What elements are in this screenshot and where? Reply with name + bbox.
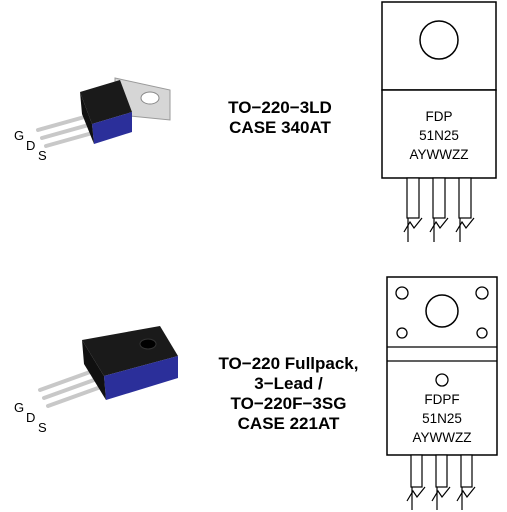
to220-component-image [36, 77, 171, 148]
case-label-line: CASE 340AT [229, 118, 331, 137]
marking-line: FDPF [424, 392, 460, 407]
marking-line: AYWWZZ [412, 430, 472, 445]
marking-to220f: FDPF 51N25 AYWWZZ [387, 390, 497, 447]
to220f-outline-drawing [386, 276, 498, 510]
pin-label-s: S [38, 148, 47, 163]
case-label-to220: TO−220−3LD CASE 340AT [205, 98, 355, 138]
case-label-line: TO−220F−3SG [230, 394, 347, 413]
case-label-line: CASE 221AT [237, 414, 340, 433]
case-label-line: TO−220 Fullpack, [218, 354, 359, 373]
marking-line: 51N25 [422, 411, 462, 426]
pin-label-g: G [14, 128, 25, 143]
case-label-line: 3−Lead / [254, 374, 323, 393]
case-label-to220f: TO−220 Fullpack, 3−Lead / TO−220F−3SG CA… [196, 354, 381, 434]
pin-label-g: G [14, 400, 25, 415]
to220-outline-drawing [381, 1, 497, 242]
pin-label-d: D [26, 138, 36, 153]
pin-label-d: D [26, 410, 36, 425]
pin-label-s: S [38, 420, 47, 435]
marking-line: FDP [425, 109, 453, 124]
marking-line: 51N25 [419, 128, 459, 143]
case-label-line: TO−220−3LD [228, 98, 332, 117]
to220f-component-image [38, 326, 178, 408]
marking-line: AYWWZZ [409, 147, 469, 162]
marking-to220: FDP 51N25 AYWWZZ [382, 107, 496, 164]
